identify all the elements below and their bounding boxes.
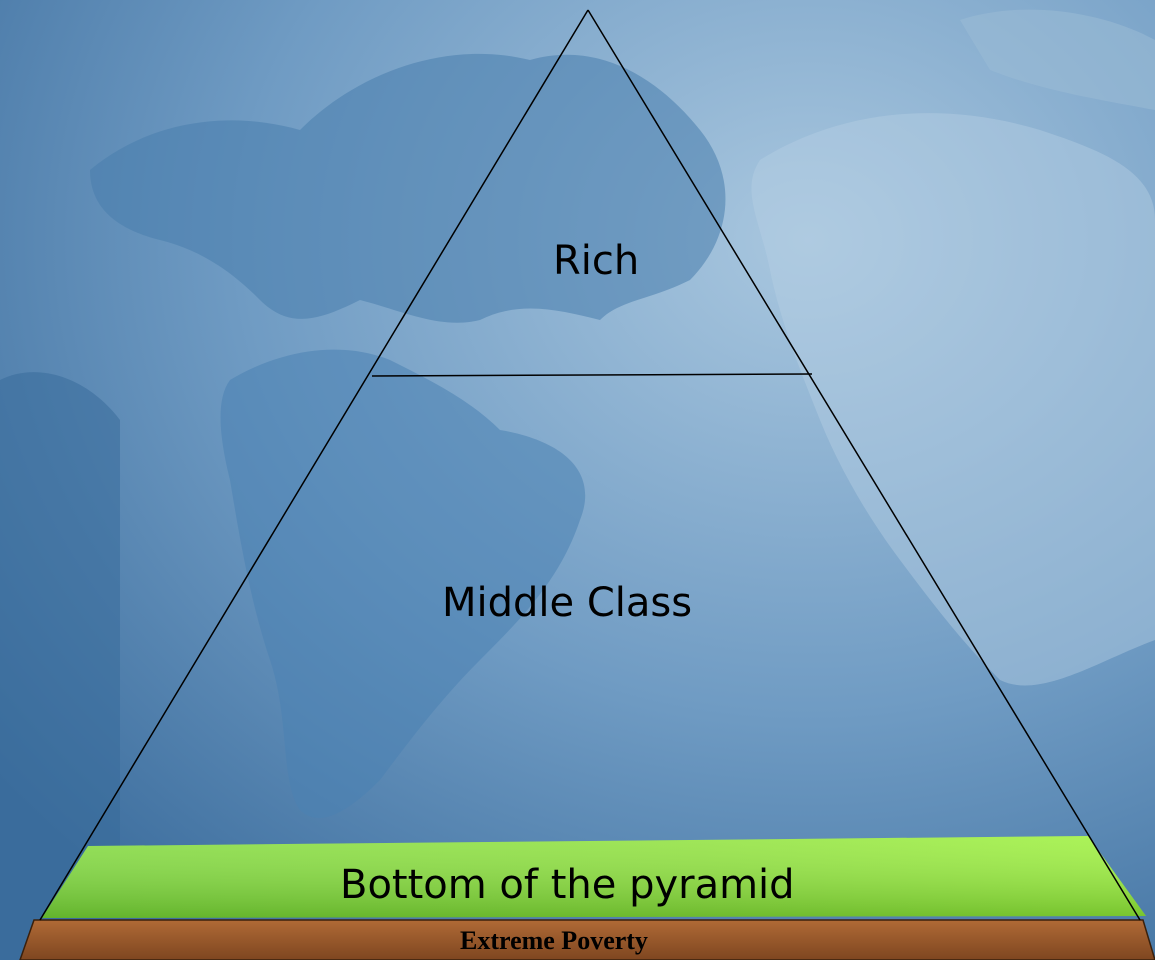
rich-divider-line — [371, 373, 813, 377]
world-map-background — [0, 9, 1155, 960]
middle-class-label: Middle Class — [442, 580, 693, 626]
rich-label: Rich — [553, 238, 640, 284]
pyramid-left-edge — [39, 9, 589, 921]
bottom-band-shading — [42, 836, 1146, 918]
extreme-poverty-label: Extreme Poverty — [460, 926, 648, 955]
extreme-poverty-band — [19, 919, 1155, 960]
pyramid-right-edge — [587, 9, 1141, 921]
bottom-of-pyramid-label: Bottom of the pyramid — [340, 862, 795, 908]
